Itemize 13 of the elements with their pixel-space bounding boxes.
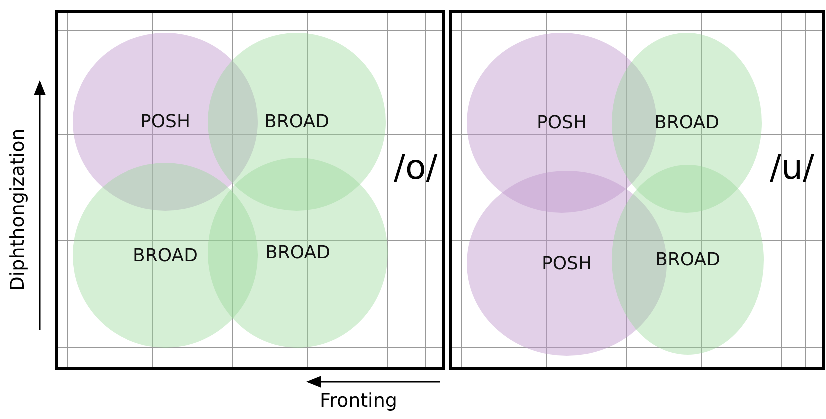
vowel-label: /u/ bbox=[770, 148, 814, 188]
region-label: BROAD bbox=[132, 245, 199, 266]
chart-panel bbox=[449, 10, 825, 370]
region-label: POSH bbox=[140, 112, 192, 132]
region-label: POSH bbox=[536, 112, 588, 134]
axis-label: Diphthongization bbox=[7, 128, 29, 292]
vowel-label: /o/ bbox=[394, 148, 438, 188]
region-label: BROAD bbox=[654, 112, 720, 134]
region-label: BROAD bbox=[654, 250, 722, 270]
chart-panel bbox=[55, 10, 445, 370]
axis-label: Fronting bbox=[320, 390, 398, 412]
region-label: BROAD bbox=[264, 112, 330, 132]
region-label: BROAD bbox=[264, 242, 332, 264]
